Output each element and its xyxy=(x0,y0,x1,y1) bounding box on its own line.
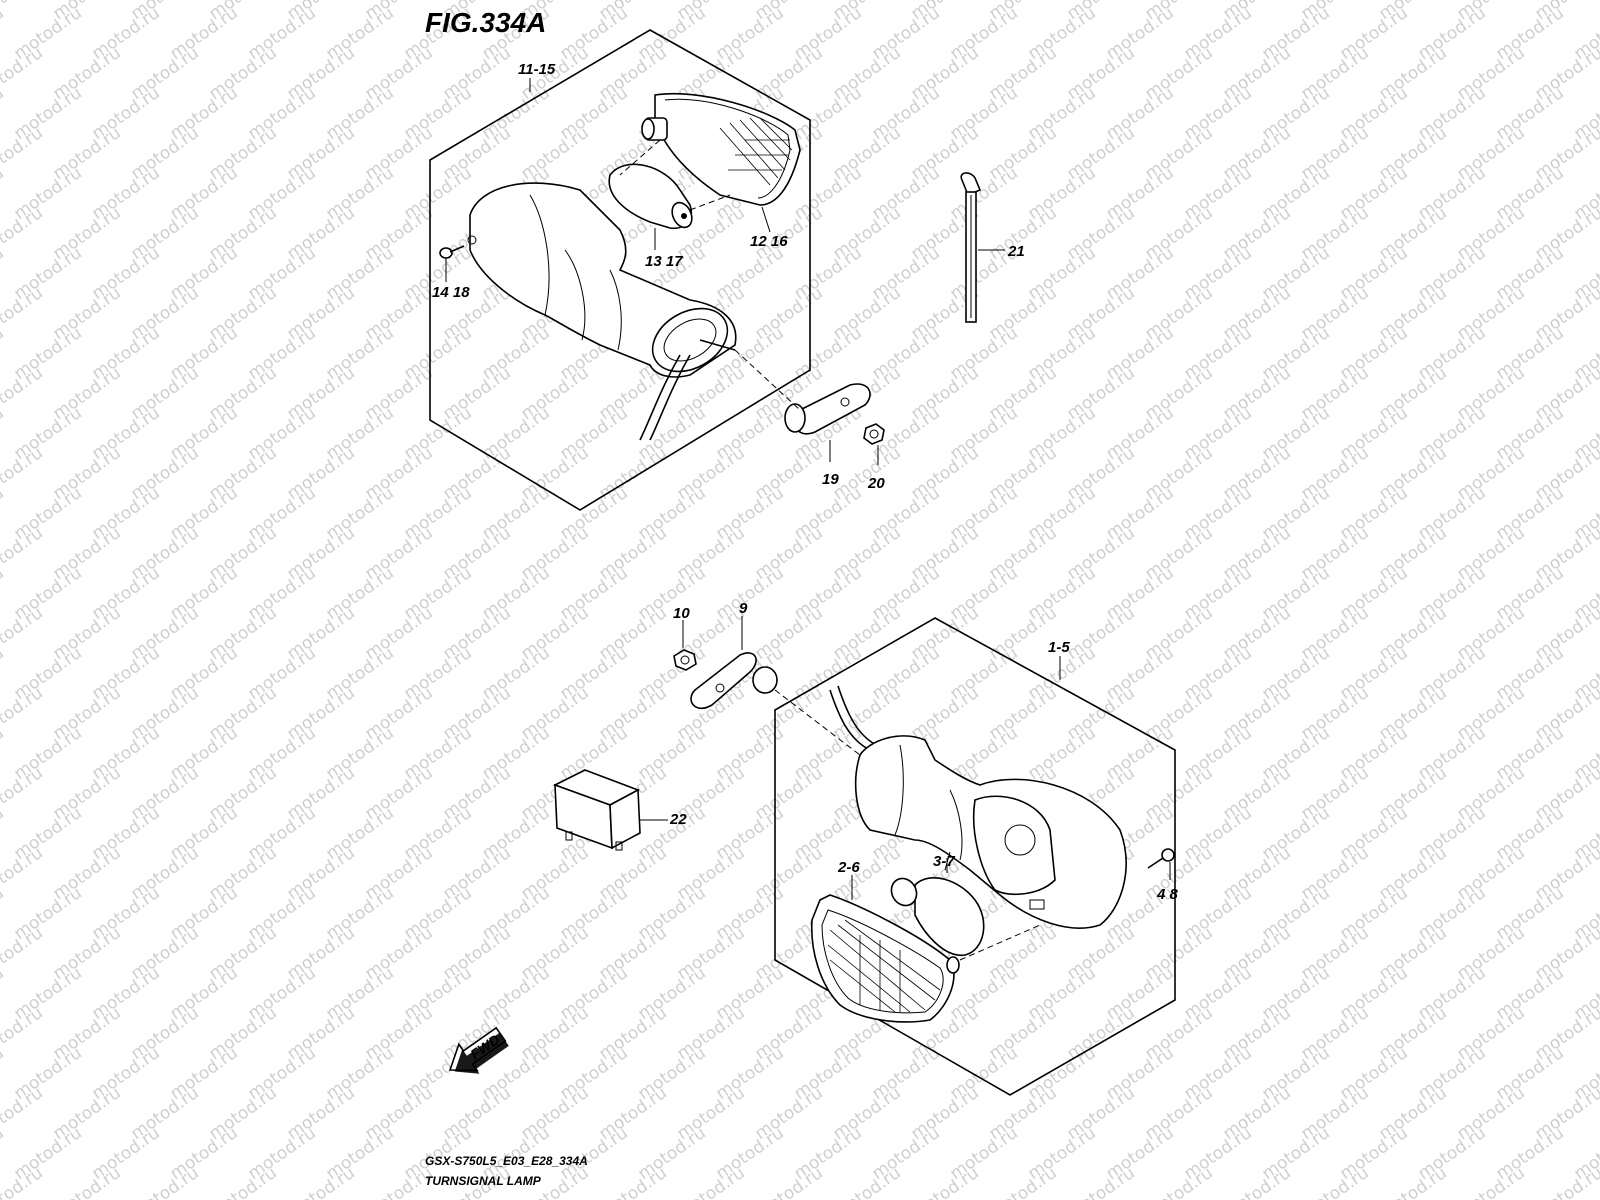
screw-upper xyxy=(439,245,465,259)
callout-19: 19 xyxy=(822,471,839,488)
lower-assembly-box xyxy=(774,617,1176,1096)
guide-line xyxy=(689,194,731,211)
forward-direction-arrow: FWD xyxy=(448,1026,509,1074)
callout-22: 22 xyxy=(669,811,687,828)
callout-13-17: 13 17 xyxy=(645,253,683,270)
guide-line xyxy=(734,349,801,411)
turn-signal-housing-lower xyxy=(829,685,1127,929)
callout-10: 10 xyxy=(673,605,690,622)
guide-line xyxy=(774,689,861,756)
turn-signal-relay xyxy=(552,769,668,851)
callout-11-15: 11-15 xyxy=(518,61,556,78)
guide-line xyxy=(959,924,1041,961)
gasket-upper xyxy=(784,383,871,435)
rear-lens-lower xyxy=(810,894,960,1023)
callout-21: 21 xyxy=(1007,243,1025,260)
leader-line xyxy=(761,206,771,233)
callout-2-6: 2-6 xyxy=(837,859,860,876)
cable-tie xyxy=(960,172,1005,323)
upper-assembly-box xyxy=(429,29,811,511)
callout-14-18: 14 18 xyxy=(432,284,470,301)
diagram-caption: TURNSIGNAL LAMP xyxy=(425,1174,542,1188)
callout-20: 20 xyxy=(867,475,885,492)
model-code: GSX-S750L5_E03_E28_334A xyxy=(425,1154,588,1168)
callout-3-7: 3-7 xyxy=(933,853,955,870)
callout-1-5: 1-5 xyxy=(1048,639,1070,656)
turn-signal-housing-upper xyxy=(467,182,737,441)
nut-upper xyxy=(863,423,885,445)
guide-line xyxy=(619,139,661,176)
nut-lower xyxy=(673,649,697,671)
screw-lower xyxy=(1147,848,1175,880)
bulb-lower xyxy=(890,851,985,956)
callout-12-16: 12 16 xyxy=(750,233,788,250)
figure-title: FIG.334A xyxy=(425,7,546,38)
callout-4-8: 4 8 xyxy=(1156,886,1179,903)
callout-9: 9 xyxy=(739,600,748,617)
gasket-lower xyxy=(690,652,778,710)
rear-lens-upper xyxy=(641,92,801,206)
bulb-upper xyxy=(608,163,693,230)
